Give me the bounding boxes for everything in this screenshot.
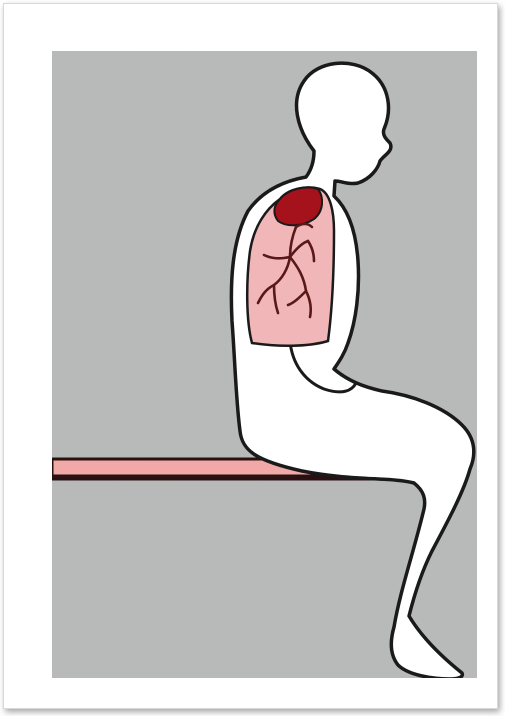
illustration [52, 51, 477, 678]
seated-figure-diagram [52, 51, 477, 678]
image-frame [3, 3, 498, 709]
